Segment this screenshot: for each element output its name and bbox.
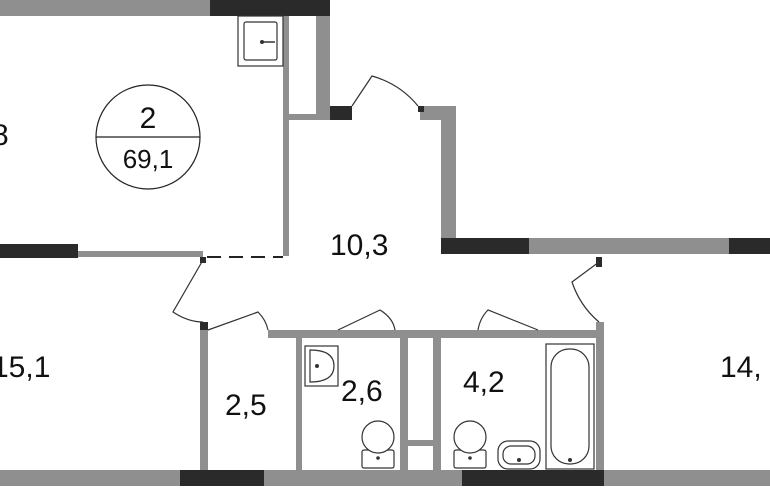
wall-bottom-right — [604, 470, 770, 486]
door-hall-top — [351, 75, 419, 107]
room-area-hall: 10,3 — [330, 229, 388, 262]
wall-kitchen-ledge — [289, 114, 316, 120]
doors — [172, 75, 600, 331]
window-top — [210, 0, 330, 16]
wall-kitchen-thin — [283, 16, 289, 256]
wall-kitchen-vertical — [316, 16, 330, 120]
jamb-closet — [200, 322, 208, 330]
wall-hall-right — [420, 106, 444, 120]
room-labels: 8 10,3 15,1 2,5 2,6 4,2 14, — [0, 119, 762, 422]
room-area-bathroom: 4,2 — [463, 366, 505, 399]
wc-sink-icon — [304, 345, 339, 387]
door-jamb-2 — [418, 106, 424, 112]
window-mid-right-2 — [729, 238, 770, 254]
door-bathroom — [477, 309, 539, 331]
rooms-count: 2 — [140, 102, 157, 135]
door-jamb-1 — [330, 106, 352, 120]
wall-mid-right — [529, 238, 729, 254]
wall-bottom-left — [0, 470, 180, 486]
window-bottom-left — [180, 470, 264, 486]
toilet-icon — [361, 420, 395, 469]
wall-hall-right-vertical — [441, 106, 456, 240]
door-left-room — [172, 259, 204, 323]
total-area: 69,1 — [123, 144, 174, 174]
room-area-top-left: 8 — [0, 119, 9, 152]
door-closet — [207, 311, 269, 331]
room-area-wc: 2,6 — [341, 375, 383, 408]
wall-wet-top — [268, 330, 600, 338]
door-wc — [337, 309, 396, 331]
walls — [0, 0, 770, 486]
window-mid-right-1 — [441, 238, 529, 254]
room-area-left: 15,1 — [0, 351, 50, 384]
wall-shaft-left — [400, 336, 408, 470]
wall-closet-left — [200, 322, 208, 470]
window-mid-left — [0, 244, 78, 258]
room-area-right: 14, — [720, 351, 762, 384]
wall-top — [0, 0, 210, 16]
wall-closet-right — [296, 336, 302, 470]
wall-shaft-right — [433, 336, 441, 470]
wall-bottom-mid — [264, 470, 462, 486]
wall-bath-right — [596, 322, 604, 470]
bathroom-toilet-icon — [453, 420, 487, 469]
bathtub-icon — [545, 343, 595, 470]
room-area-closet: 2,5 — [225, 389, 267, 422]
door-right-room — [571, 261, 600, 323]
apartment-badge: 2 69,1 — [95, 84, 201, 190]
bathroom-sink-icon — [497, 440, 541, 470]
fixtures — [237, 15, 595, 470]
wall-mid-left — [78, 251, 203, 257]
kitchen-sink-icon — [237, 15, 284, 67]
window-bottom-mid — [462, 470, 604, 486]
wall-shaft-mid — [408, 440, 433, 446]
